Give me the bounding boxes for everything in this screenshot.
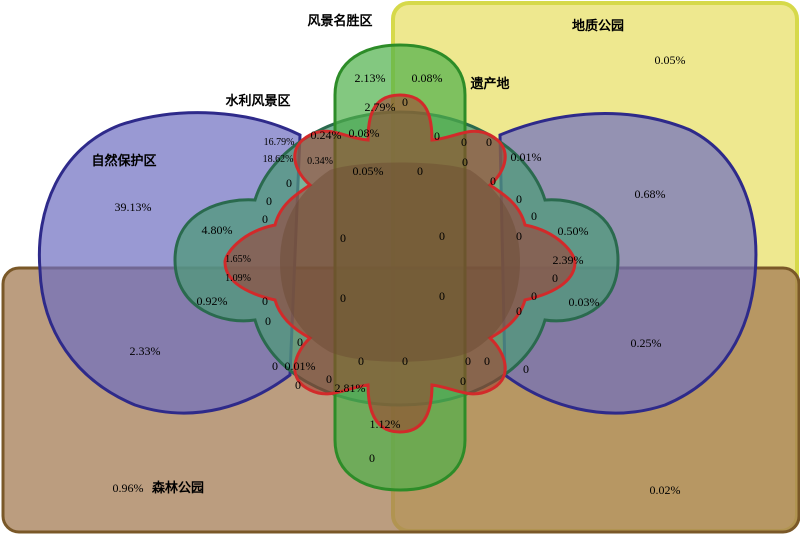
label-geopark: 地质公园 <box>572 18 624 34</box>
region-value: 0.01% <box>511 150 542 164</box>
region-value: 0 <box>358 354 364 368</box>
set-heritage <box>223 93 577 434</box>
region-value: 0 <box>402 354 408 368</box>
region-value: 0.34% <box>307 156 333 167</box>
region-value: 0.50% <box>558 224 589 238</box>
label-water-park: 水利风景区 <box>225 93 290 109</box>
region-value: 0 <box>265 314 271 328</box>
region-value: 2.39% <box>553 253 584 267</box>
region-value: 0 <box>490 174 496 188</box>
region-value: 0 <box>531 209 537 223</box>
region-value: 0 <box>461 135 467 149</box>
region-value: 2.79% <box>365 100 396 114</box>
region-value: 0 <box>516 229 522 243</box>
region-value: 16.79% <box>264 137 295 148</box>
region-value: 0.02% <box>650 483 681 497</box>
region-value: 0.03% <box>569 295 600 309</box>
region-value: 0 <box>402 95 408 109</box>
label-heritage: 遗产地 <box>469 76 509 92</box>
region-value: 0 <box>434 129 440 143</box>
label-scenic-area: 风景名胜区 <box>307 13 372 29</box>
region-value: 1.12% <box>370 417 401 431</box>
center-overlap <box>280 162 520 362</box>
region-value: 0 <box>439 229 445 243</box>
region-value: 2.13% <box>355 71 386 85</box>
region-value: 0 <box>297 335 303 349</box>
region-value: 0 <box>326 372 332 386</box>
region-value: 0 <box>286 176 292 190</box>
set-nature-reserve <box>37 111 302 415</box>
region-value: 0.05% <box>655 53 686 67</box>
region-value: 0 <box>272 359 278 373</box>
region-value: 0 <box>462 155 468 169</box>
region-value: 0.68% <box>635 187 666 201</box>
region-value: 0 <box>486 135 492 149</box>
region-value: 0 <box>460 374 466 388</box>
region-value: 1.09% <box>225 273 251 284</box>
region-value: 0 <box>465 354 471 368</box>
region-value: 2.33% <box>130 344 161 358</box>
region-value: 39.13% <box>115 200 152 214</box>
region-value: 0 <box>295 378 301 392</box>
region-value: 0 <box>340 231 346 245</box>
region-value: 0 <box>552 271 558 285</box>
region-value: 0.08% <box>412 71 443 85</box>
region-value: 0 <box>439 289 445 303</box>
region-value: 0.08% <box>349 126 380 140</box>
region-value: 0.92% <box>197 294 228 308</box>
region-value: 0 <box>369 451 375 465</box>
set-nature-reserve-right <box>498 112 758 415</box>
region-value: 0.01% <box>285 359 316 373</box>
region-value: 0 <box>262 212 268 226</box>
region-value: 0 <box>523 362 529 376</box>
region-value: 2.81% <box>335 381 366 395</box>
region-value: 0 <box>340 291 346 305</box>
label-forest-park: 森林公园 <box>152 480 204 496</box>
label-nature-reserve: 自然保护区 <box>91 153 156 169</box>
region-value: 0 <box>516 192 522 206</box>
region-value: 0 <box>262 294 268 308</box>
region-value: 4.80% <box>202 223 233 237</box>
region-value: 0.25% <box>631 336 662 350</box>
region-value: 0 <box>531 289 537 303</box>
region-value: 0 <box>417 164 423 178</box>
region-value: 0 <box>266 194 272 208</box>
region-value: 0.96% <box>113 481 144 495</box>
region-value: 0 <box>516 304 522 318</box>
region-value: 0 <box>484 354 490 368</box>
region-value: 0.24% <box>311 128 342 142</box>
region-value: 18.62% <box>263 154 294 165</box>
region-value: 0.05% <box>353 164 384 178</box>
region-value: 1.65% <box>225 254 251 265</box>
